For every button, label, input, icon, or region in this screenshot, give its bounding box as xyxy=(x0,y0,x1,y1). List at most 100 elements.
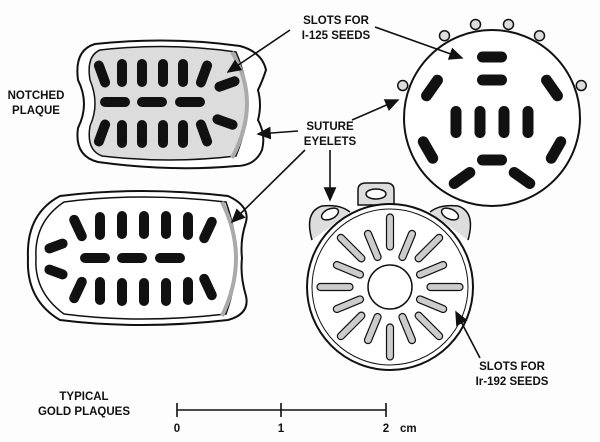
i125-seed-slot xyxy=(158,120,168,148)
i125-seed-slot xyxy=(117,211,127,239)
notched-plaque xyxy=(76,39,268,170)
i125-seed-slot xyxy=(95,277,105,305)
leader-arrows xyxy=(226,26,481,359)
i125-seed-slot xyxy=(69,214,87,242)
i125-seed-slot xyxy=(175,97,205,107)
i125-slot-group xyxy=(417,51,567,189)
scale-tick-2: 2 xyxy=(383,423,389,435)
ir192-seed-slot xyxy=(385,323,395,361)
suture-eyelet xyxy=(575,79,588,92)
i125-seed-slot xyxy=(474,106,486,138)
i125-seed-slot xyxy=(522,106,534,138)
i125-seed-slot xyxy=(161,278,171,306)
i125-seed-slot xyxy=(80,253,110,263)
i125-seed-slot xyxy=(421,74,443,102)
ir192-seed-slot xyxy=(414,233,444,263)
i125-seed-slot xyxy=(417,136,439,164)
i125-seed-slot xyxy=(183,277,193,305)
ir192-seed-slot xyxy=(336,233,366,263)
ir192-seed-slot xyxy=(415,295,448,314)
i125-seed-slot xyxy=(155,253,185,263)
ir192-seed-slot xyxy=(316,282,354,292)
arrow-i125-right xyxy=(374,26,464,60)
i125-seed-slot xyxy=(541,74,563,102)
i125-seed-slot xyxy=(195,60,213,88)
i125-seed-slot xyxy=(139,278,149,306)
suture-eyelet xyxy=(469,18,482,31)
i125-seed-slot xyxy=(199,273,217,301)
i125-seed-slot xyxy=(137,120,147,148)
ir192-slot-group xyxy=(316,213,464,361)
scale-tick-1: 1 xyxy=(278,423,285,435)
scale-tick-0: 0 xyxy=(174,423,180,435)
arrow-ir192 xyxy=(455,310,481,359)
i125-seed-slot xyxy=(117,253,147,263)
arrow-eyelet-notched xyxy=(256,126,299,140)
ir192-seed-slot xyxy=(426,282,464,292)
i125-seed-slot xyxy=(178,120,188,148)
i125-seed-slot xyxy=(93,60,111,88)
suture-eyelet xyxy=(533,29,546,42)
i125-seed-slot xyxy=(117,278,127,306)
ir192-seed-slot xyxy=(398,229,417,262)
i125-seed-slot xyxy=(95,212,105,240)
i125-seed-slot xyxy=(93,119,111,147)
ir192-seed-slot xyxy=(385,213,395,251)
scale-unit: cm xyxy=(400,423,417,435)
i125-seed-slot xyxy=(212,114,238,130)
label-slots-ir192-line1: SLOTS FOR xyxy=(479,361,546,373)
caption-line2: GOLD PLAQUES xyxy=(38,406,130,418)
i125-seed-slot xyxy=(448,167,476,189)
i125-seed-slot xyxy=(137,59,147,87)
caption-line1: TYPICAL xyxy=(59,391,108,403)
i125-seed-slot xyxy=(69,276,87,304)
i125-seed-slot xyxy=(44,264,68,280)
label-suture-line2: EYELETS xyxy=(304,136,357,148)
scale-bar xyxy=(176,403,387,417)
ir192-seed-slot xyxy=(415,260,448,279)
i125-slot-group xyxy=(44,211,217,306)
i125-seed-slot xyxy=(117,120,127,148)
i125-seed-slot xyxy=(477,74,507,86)
label-slots-i125-line2: I-125 SEEDS xyxy=(302,30,371,42)
i125-seed-slot xyxy=(158,59,168,87)
round-ir192-plaque xyxy=(306,182,474,371)
ir192-seed-slot xyxy=(332,295,365,314)
i125-seed-slot xyxy=(450,106,462,138)
ir192-seed-slot xyxy=(398,312,417,345)
oval-plaque xyxy=(26,190,248,326)
round-i125-plaque xyxy=(396,18,588,207)
i125-seed-slot xyxy=(139,211,149,239)
i125-seed-slot xyxy=(161,211,171,239)
i125-seed-slot xyxy=(199,216,217,244)
i125-seed-slot xyxy=(195,119,213,147)
ir192-seed-slot xyxy=(414,311,444,341)
arrow-i125-left xyxy=(226,29,291,73)
suture-eyelet xyxy=(502,18,515,31)
i125-seed-slot xyxy=(137,97,167,107)
i125-seed-slot xyxy=(508,167,536,189)
i125-seed-slot xyxy=(214,76,240,92)
i125-seed-slot xyxy=(44,238,68,254)
arrow-eyelet-oval xyxy=(230,149,306,224)
ir192-seed-slot xyxy=(336,311,366,341)
i125-seed-slot xyxy=(545,136,567,164)
ir192-seed-slot xyxy=(332,260,365,279)
i125-seed-slot xyxy=(183,212,193,240)
i125-seed-slot xyxy=(477,154,507,166)
suture-eyelet xyxy=(396,79,409,92)
i125-seed-slot xyxy=(117,59,127,87)
label-notched-line2: PLAQUE xyxy=(12,105,60,117)
ir192-seed-slot xyxy=(363,229,382,262)
label-slots-ir192-line2: Ir-192 SEEDS xyxy=(476,376,549,388)
label-slots-i125-line1: SLOTS FOR xyxy=(303,15,370,27)
i125-slot-group xyxy=(93,59,240,148)
i125-seed-slot xyxy=(498,106,510,138)
i125-seed-slot xyxy=(178,59,188,87)
label-notched-line1: NOTCHED xyxy=(8,90,65,102)
suture-eyelet-group xyxy=(396,18,588,92)
suture-eyelet xyxy=(438,29,451,42)
ir192-seed-slot xyxy=(363,312,382,345)
